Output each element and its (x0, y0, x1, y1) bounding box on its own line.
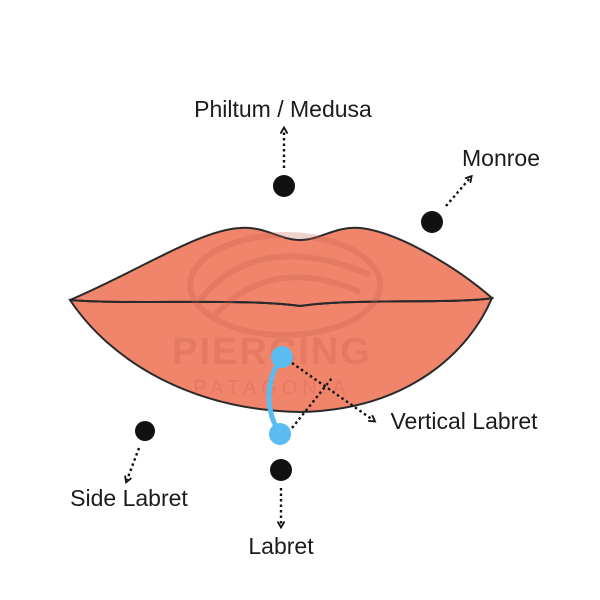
watermark-line1: PIERCING (172, 331, 372, 373)
lip-line (69, 297, 493, 308)
monroe-arrow (445, 178, 470, 207)
philtrum-label: Philtum / Medusa (194, 96, 372, 122)
jewelry-bottom-ball (269, 423, 291, 445)
labret-label: Labret (248, 533, 314, 559)
side-labret-dot (135, 421, 155, 441)
monroe-label: Monroe (462, 145, 540, 171)
monroe-dot (421, 211, 443, 233)
watermark-logo-icon (187, 232, 383, 338)
side-labret-label: Side Labret (70, 485, 188, 511)
vertical-labret-jewelry (266, 346, 293, 445)
philtrum-dot (273, 175, 295, 197)
vertical-labret-arrow-top (291, 362, 373, 420)
side-labret-arrow (127, 447, 141, 480)
jewelry-top-ball (271, 346, 293, 368)
vertical-labret-label: Vertical Labret (390, 408, 538, 434)
labret-dot (270, 459, 292, 481)
pointer-arrows (127, 130, 470, 525)
upper-lip (69, 226, 495, 308)
